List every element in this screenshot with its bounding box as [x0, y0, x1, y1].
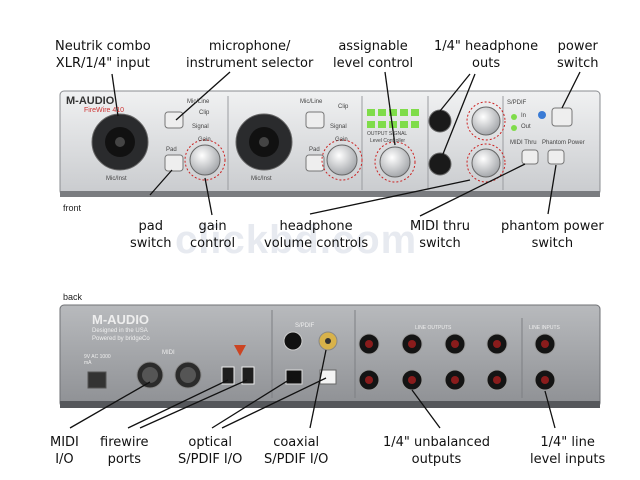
power-rating-text: 9V AC 1000 mA: [84, 354, 111, 366]
line-output-jacks: [358, 333, 508, 391]
back-panel: [59, 304, 601, 408]
headphone-volume-knob-2: [471, 148, 501, 178]
gain-text-1: Gain: [198, 137, 211, 143]
back-section-label: back: [63, 292, 83, 302]
pad-button-1: [164, 154, 184, 172]
clip-text-1: Clip: [199, 110, 210, 116]
watermark: clickbd.com: [175, 218, 418, 262]
midi-thru-button: [521, 149, 539, 165]
mic-line-text-1: Mic/Line: [187, 99, 210, 105]
headphone-jack-2: [428, 152, 452, 176]
mic-inst-text-1: Mic/Inst: [106, 176, 127, 182]
firewire-port-2: [241, 366, 255, 385]
signal-text-2: Signal: [330, 124, 347, 130]
spdif-jack: [283, 331, 303, 351]
output-signal-text: OUTPUT SIGNAL: [367, 131, 408, 137]
in-text: In: [521, 113, 527, 119]
front-brand: M-AUDIO: [66, 95, 115, 107]
back-brand: M-AUDIO: [92, 312, 150, 327]
clip-text-2: Clip: [338, 104, 349, 110]
level-controller-knob: [379, 146, 411, 178]
headphone-jack-1: [428, 109, 452, 133]
spdif-front-text: S/PDIF: [507, 100, 527, 106]
mic-inst-text-2: Mic/Inst: [251, 176, 272, 182]
mic-line-button-2: [305, 111, 325, 129]
pad-button-2: [305, 154, 325, 172]
line-outputs-text: LINE OUTPUTS: [415, 325, 452, 331]
mic-line-text-2: Mic/Line: [300, 99, 323, 105]
spdif-back-text: S/PDIF: [295, 323, 315, 329]
gain-text-2: Gain: [335, 137, 348, 143]
midi-back-text: MIDI: [162, 350, 175, 356]
mic-line-button-1: [164, 111, 184, 129]
line-inputs-text: LINE INPUTS: [529, 325, 560, 331]
gain-knob-1: [189, 144, 221, 176]
front-panel: [59, 90, 601, 197]
optical-in: [319, 369, 337, 385]
midi-thru-text: MIDI Thru: [510, 140, 537, 146]
gain-knob-2: [326, 144, 358, 176]
level-controller-text: Level Controller: [370, 138, 406, 144]
signal-text-1: Signal: [192, 124, 209, 130]
power-button: [551, 107, 573, 127]
out-text: Out: [521, 124, 531, 130]
phantom-text: Phantom Power: [542, 140, 585, 146]
optical-out: [285, 369, 303, 385]
phantom-power-button: [547, 149, 565, 165]
power-input: [87, 371, 107, 389]
front-model: FireWire 410: [84, 107, 125, 114]
firewire-port-1: [221, 366, 235, 385]
label-mic-instrument: microphone/instrument selector: [186, 39, 314, 71]
front-section-label: front: [63, 203, 82, 213]
pad-text-2: Pad: [309, 147, 320, 153]
headphone-volume-knob-1: [471, 106, 501, 136]
powered-text: Powered by bridgeCo: [92, 336, 150, 342]
callout-lines: [69, 71, 581, 429]
output-signal-leds: [367, 109, 419, 128]
pad-text-1: Pad: [166, 147, 177, 153]
designed-text: Designed in the USA: [92, 328, 148, 334]
